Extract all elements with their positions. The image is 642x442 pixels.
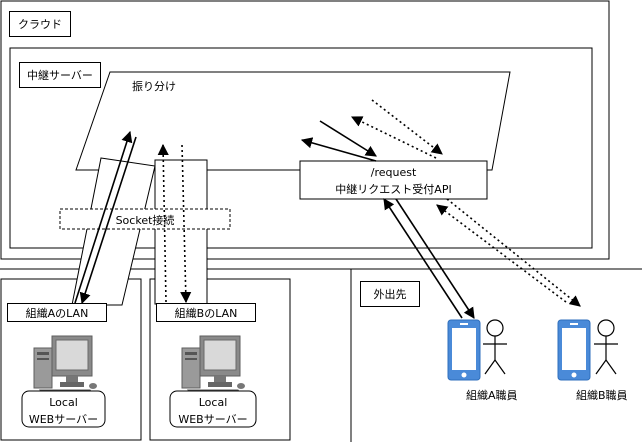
person-icon bbox=[593, 319, 619, 375]
org-a-lan-label: 組織AのLAN bbox=[7, 303, 107, 322]
outside-label: 外出先 bbox=[360, 281, 420, 307]
socket-tube-b bbox=[154, 159, 208, 305]
person-icon bbox=[482, 319, 508, 375]
arrow-api-to-distribution-a bbox=[300, 137, 377, 162]
org-a-server-line1: Local bbox=[49, 396, 78, 409]
org-b-server-line1: Local bbox=[198, 396, 228, 409]
arrow-staff-a-to-api bbox=[383, 198, 463, 319]
arrow-b-up bbox=[157, 143, 169, 303]
arrow-staff-b-to-api bbox=[436, 204, 567, 303]
arrow-b-down bbox=[180, 144, 192, 304]
smartphone-icon bbox=[447, 319, 481, 381]
arrow-distribution-to-api-a bbox=[319, 120, 377, 157]
org-b-local-server-box bbox=[169, 390, 257, 428]
org-b-staff-label: 組織B職員 bbox=[576, 389, 628, 402]
org-a-local-server-box bbox=[21, 390, 106, 428]
org-b-lan-label: 組織BのLAN bbox=[156, 303, 256, 322]
org-a-staff-label: 組織A職員 bbox=[466, 389, 518, 402]
cloud-label: クラウド bbox=[9, 11, 71, 37]
outside-region bbox=[350, 268, 642, 442]
arrow-api-to-staff-a bbox=[395, 198, 475, 319]
arrow-a-up bbox=[74, 130, 133, 304]
org-a-server-line2: WEBサーバー bbox=[28, 413, 99, 426]
arrow-api-to-staff-b bbox=[446, 198, 581, 307]
distribution-shape bbox=[75, 71, 511, 171]
arrow-a-down bbox=[79, 136, 137, 305]
socket-label-box bbox=[59, 208, 231, 230]
api-name: 中継リクエスト受付API bbox=[335, 183, 452, 196]
api-box bbox=[299, 160, 488, 200]
org-b-server-line2: WEBサーバー bbox=[178, 413, 248, 426]
arrow-api-to-distribution-b bbox=[350, 116, 437, 159]
relay-server-label: 中継サーバー bbox=[19, 62, 101, 88]
socket-label: Socket接続 bbox=[115, 214, 175, 227]
distribution-label: 振り分け bbox=[132, 80, 176, 93]
api-path: /request bbox=[370, 166, 417, 179]
smartphone-icon bbox=[557, 319, 591, 381]
